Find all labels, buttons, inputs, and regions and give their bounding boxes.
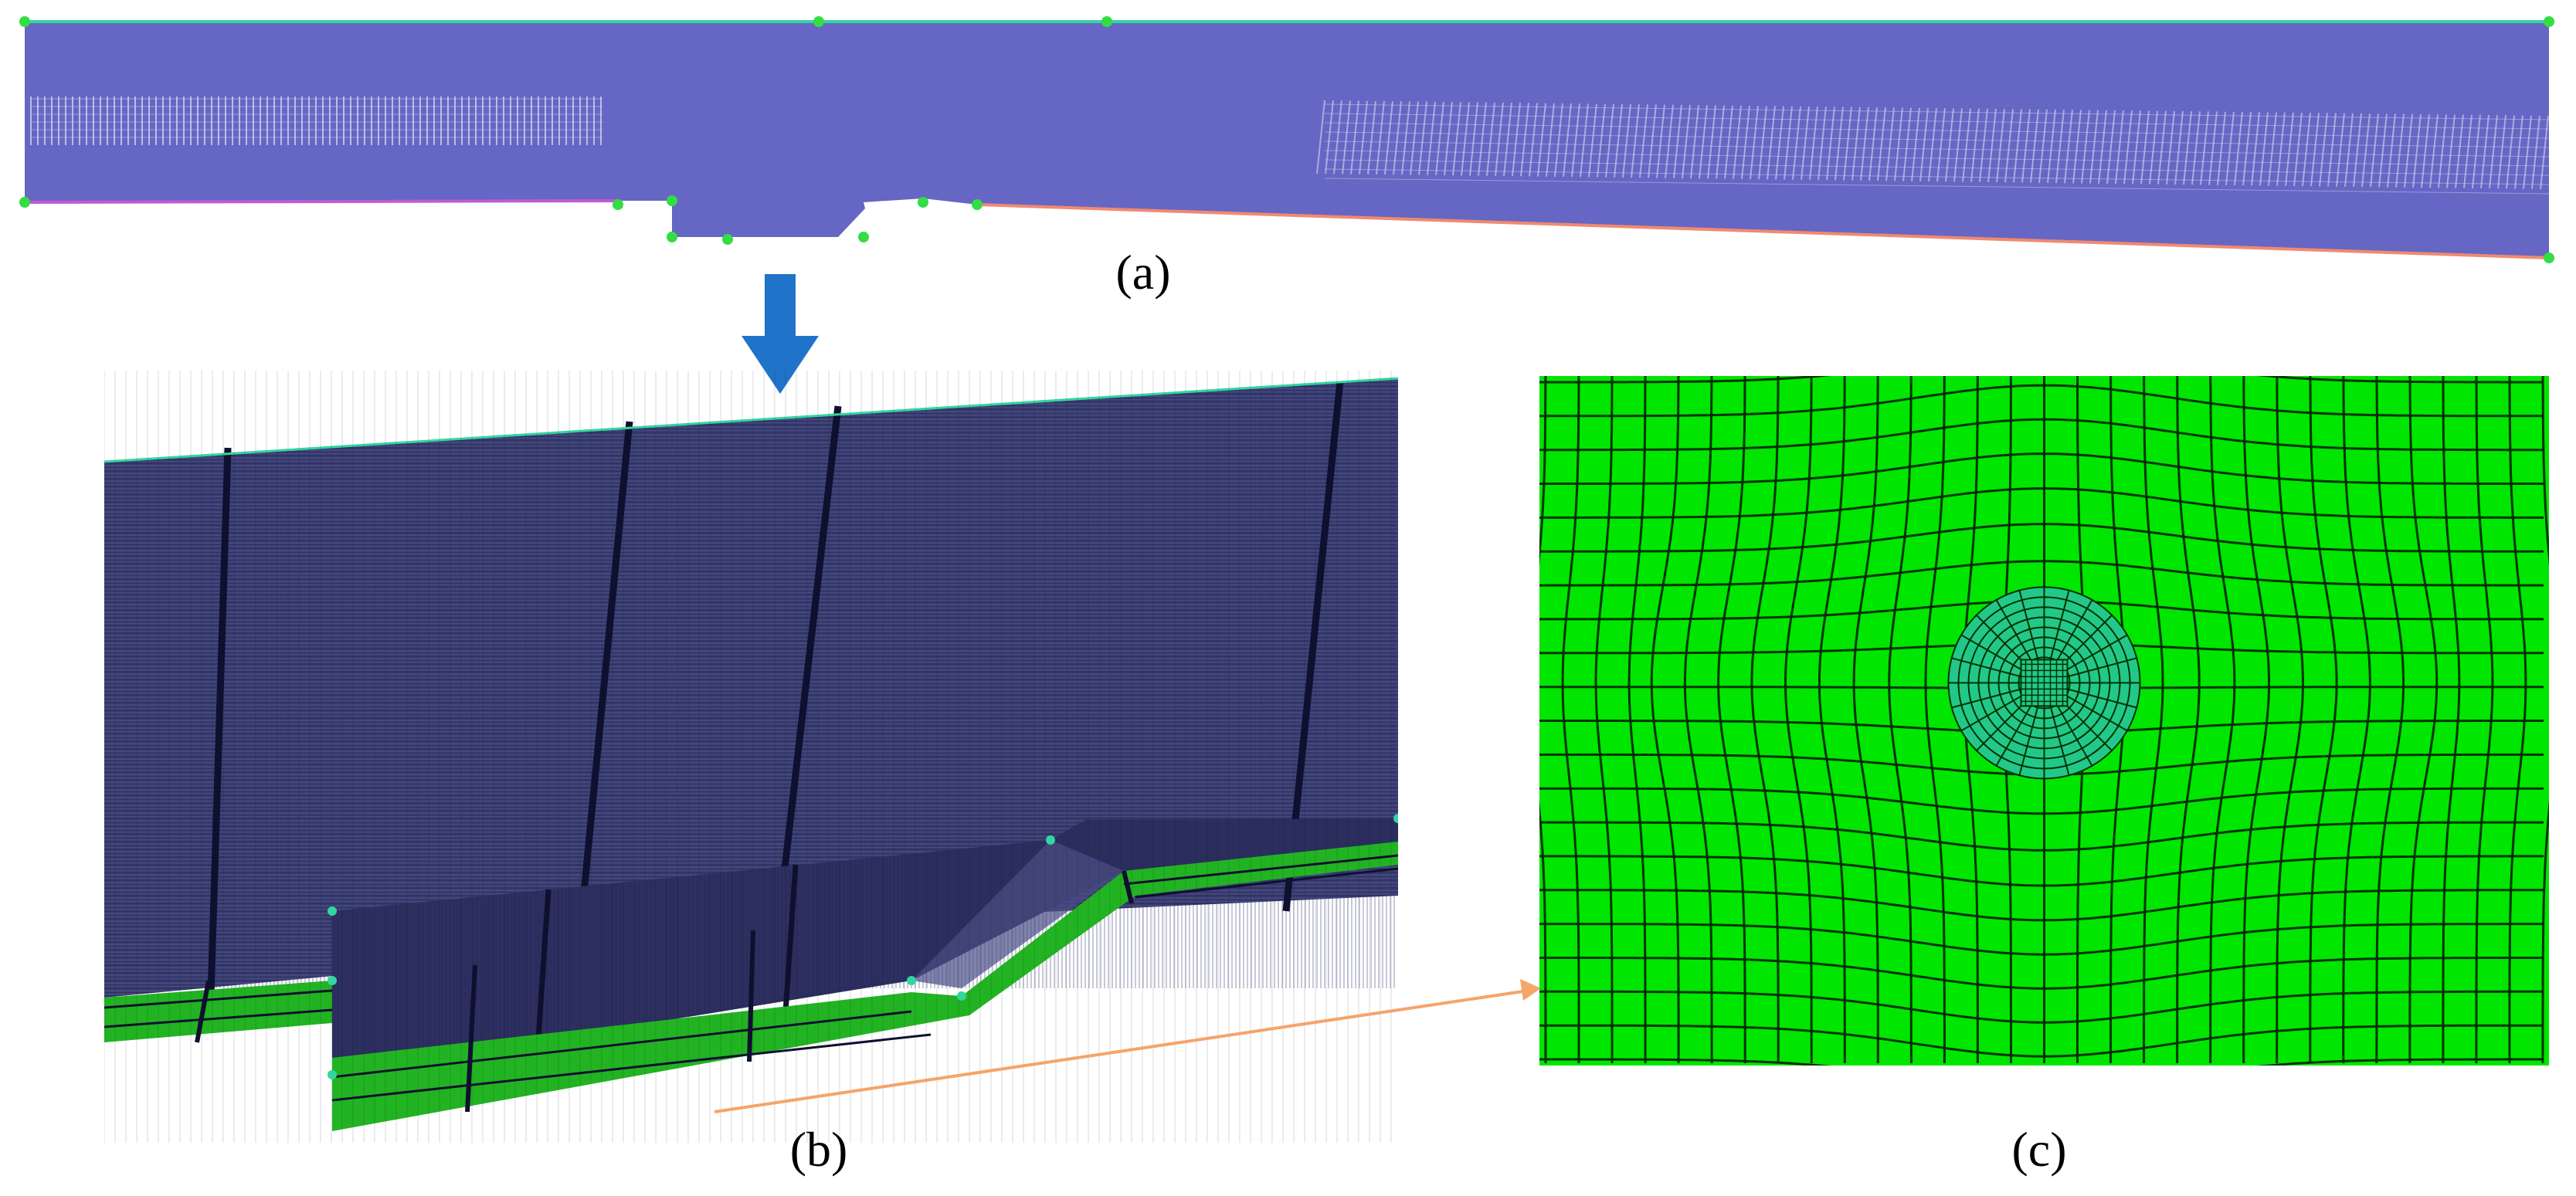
vertex-markers (19, 16, 2554, 263)
bottom-edge-right (976, 203, 2550, 259)
caption-a: (a) (1115, 245, 1171, 300)
mesh-2d-detail (1539, 376, 2549, 1066)
domain-geometry (19, 16, 2554, 263)
panel-c-mesh-detail (1539, 376, 2549, 1066)
domain-shape (25, 22, 2549, 258)
caption-b: (b) (789, 1122, 848, 1177)
bottom-edge-left (24, 199, 619, 204)
down-arrow-icon (738, 266, 823, 398)
panel-a-domain (0, 0, 2576, 293)
panel-b-3d-mesh (104, 371, 1398, 1143)
fine-mesh-left (30, 97, 602, 145)
mesh-3d-view (104, 371, 1398, 1143)
caption-c: (c) (2011, 1122, 2067, 1177)
step-block (332, 818, 1398, 1075)
fine-mesh-right (1316, 100, 2550, 195)
